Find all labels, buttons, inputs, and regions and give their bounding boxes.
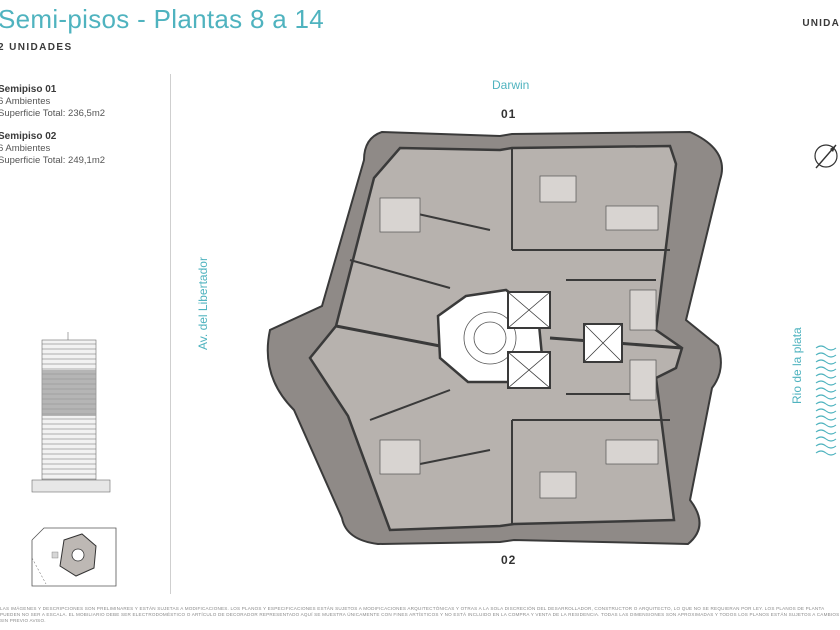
wave-line: [815, 401, 837, 407]
street-label-left: Av. del Libertador: [196, 257, 210, 350]
section-label: UNIDA: [802, 18, 840, 29]
north-arrow-icon: [814, 144, 838, 169]
wave-line: [815, 394, 837, 400]
units-count: 2 UNIDADES: [0, 42, 73, 53]
unit-name: Semipiso 01: [0, 84, 57, 95]
site-location-map: [31, 527, 117, 587]
wave-line: [815, 422, 837, 428]
wave-line: [815, 415, 837, 421]
unit-info-02: Semipiso 02 6 Ambientes Superficie Total…: [0, 131, 105, 167]
unit-area: Superficie Total: 249,1m2: [0, 155, 106, 166]
street-label-top: Darwin: [492, 78, 530, 92]
wave-line: [815, 352, 837, 358]
highlighted-floors: [42, 370, 96, 416]
wave-line: [815, 450, 837, 456]
unit-info-01: Semipiso 01 6 Ambientes Superficie Total…: [0, 84, 105, 120]
unit-number-02: 02: [501, 553, 517, 567]
unit-number-01: 01: [501, 107, 517, 121]
unit-rooms: 6 Ambientes: [0, 96, 51, 107]
street-label-right: Rio de la plata: [790, 327, 804, 404]
wave-line: [815, 429, 837, 435]
unit-rooms: 6 Ambientes: [0, 143, 51, 154]
wave-line: [815, 359, 837, 365]
wave-line: [815, 387, 837, 393]
wave-line: [815, 380, 837, 386]
wave-line: [815, 436, 837, 442]
page-title: Semi-pisos - Plantas 8 a 14: [0, 4, 325, 34]
floor-plan: [266, 130, 723, 546]
wave-line: [815, 366, 837, 372]
river-waves-icon: [815, 345, 837, 456]
vertical-divider: [170, 74, 171, 594]
unit-name: Semipiso 02: [0, 131, 57, 142]
unit-area: Superficie Total: 236,5m2: [0, 108, 106, 119]
wave-line: [815, 373, 837, 379]
wave-line: [815, 408, 837, 414]
wave-line: [815, 443, 837, 449]
building-elevation-thumbnail: [31, 332, 111, 493]
legal-disclaimer: LAS IMÁGENES Y DESCRIPCIONES SON PRELIMI…: [0, 606, 840, 623]
wave-line: [815, 345, 837, 351]
